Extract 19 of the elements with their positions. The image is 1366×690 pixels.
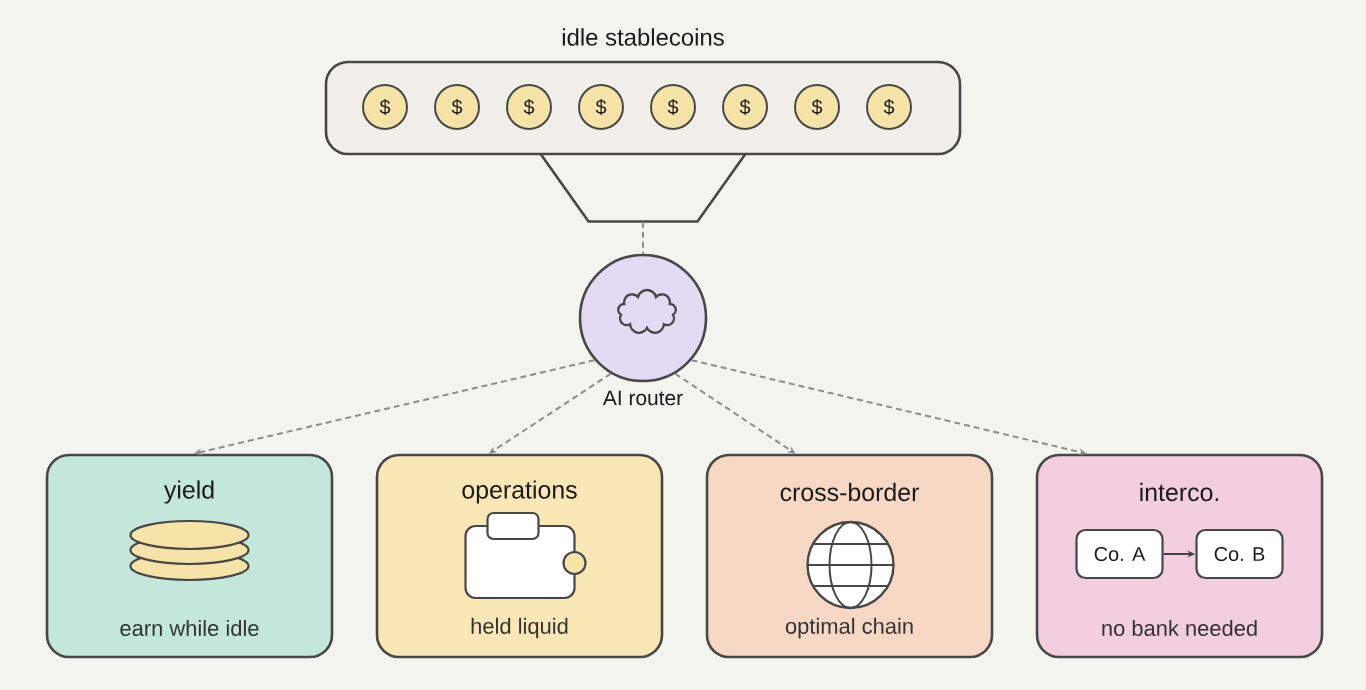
coin: $: [434, 84, 480, 130]
coin: $: [866, 84, 912, 130]
coin: $: [578, 84, 624, 130]
node-label: operations: [462, 480, 577, 504]
node-label: earn while idle: [120, 619, 259, 637]
coin: $: [362, 84, 408, 130]
node-label: optimal chain: [785, 617, 913, 639]
node-label: idle stablecoins: [562, 28, 724, 46]
funnel: [539, 153, 747, 223]
node-label: cross-border: [780, 482, 919, 502]
node-label: held liquid: [471, 617, 568, 639]
coin: $: [650, 84, 696, 130]
connector-line: [642, 220, 644, 255]
coin: $: [506, 84, 552, 130]
node-label: yield: [163, 480, 214, 504]
coin: $: [794, 84, 840, 130]
company-box: Co. A: [1075, 528, 1164, 580]
coin: $: [722, 84, 768, 130]
company-box: Co. B: [1195, 528, 1284, 580]
